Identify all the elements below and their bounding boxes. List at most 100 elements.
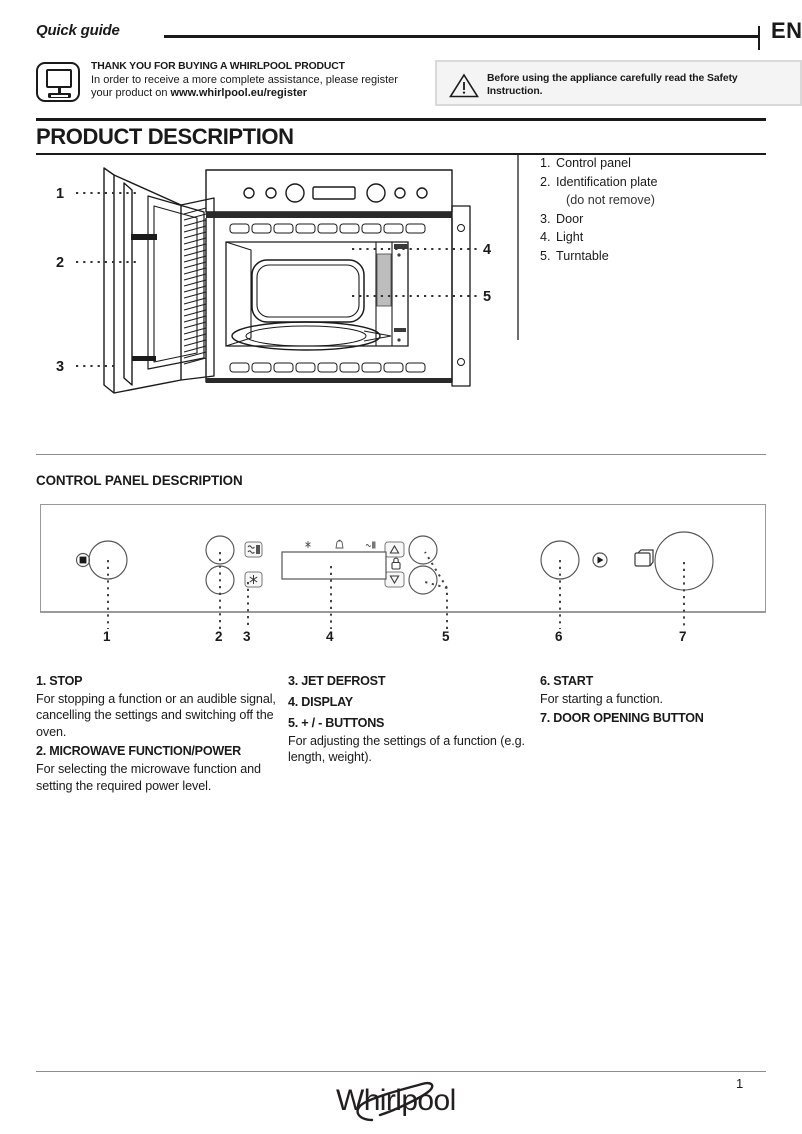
cp-callout-4: 4 [326, 629, 334, 644]
whirlpool-swoosh [356, 1081, 434, 1122]
guide-title: Quick guide [36, 22, 120, 39]
legend-item: 3.Door [540, 210, 770, 229]
down-arrow-icon [384, 571, 405, 588]
monitor-screen-shape [46, 69, 72, 88]
language-code: EN [771, 18, 802, 43]
cp-callout-3: 3 [243, 629, 251, 644]
desc-title-stop: 1. STOP [36, 674, 83, 688]
weight-icon [335, 539, 344, 549]
desc-title-jet-defrost: 3. JET DEFROST [288, 674, 386, 688]
thank-you-block: THANK YOU FOR BUYING A WHIRLPOOL PRODUCT… [91, 60, 421, 101]
control-panel-rule [36, 454, 766, 456]
legend-number: 4. [540, 230, 551, 245]
thank-you-body-text: In order to receive a more complete assi… [91, 74, 398, 100]
header-rule [164, 35, 758, 38]
page-number: 1 [736, 1076, 744, 1091]
safety-warning-box: Before using the appliance carefully rea… [435, 60, 802, 106]
register-url: www.whirlpool.eu/register [170, 87, 308, 100]
door-outer-panel [103, 167, 115, 394]
microwave-knob [205, 535, 235, 565]
callout-4-leader [352, 248, 478, 250]
legend-label: Door [556, 211, 584, 226]
page-title: PRODUCT DESCRIPTION [36, 123, 294, 149]
control-panel-heading: CONTROL PANEL DESCRIPTION [36, 473, 243, 488]
minus-knob [408, 565, 438, 595]
control-panel-diagram [40, 504, 766, 612]
defrost-icon [305, 541, 311, 548]
turntable [231, 321, 381, 351]
display-indicator-icons [305, 539, 376, 549]
whirlpool-logo: Whirlpool [336, 1080, 496, 1124]
callout-3-leader [76, 365, 116, 367]
cp-callout-7: 7 [679, 629, 687, 644]
monitor-base-inner-shape [51, 94, 68, 97]
legend-label: Light [556, 230, 584, 245]
desc-body-stop: For stopping a function or an audible si… [36, 692, 276, 739]
power-icon [365, 541, 376, 549]
control-panel-graphics [75, 531, 714, 629]
plus-knob [408, 535, 438, 565]
header-tick [758, 26, 761, 50]
desc-title-plus-minus: 5. + / - BUTTONS [288, 716, 385, 730]
start-play-icon [592, 552, 608, 568]
legend-sublabel: (do not remove) [566, 193, 655, 208]
legend-item: 1. Control panel [540, 154, 770, 173]
desc-title-start: 6. START [540, 674, 594, 688]
legend-divider [517, 155, 519, 340]
description-column-1: 1. STOP For stopping a function or an au… [36, 672, 280, 794]
desc-body-start: For starting a function. [540, 692, 663, 706]
door-grille [183, 207, 207, 365]
product-legend: 1. Control panel 2.Identification plate(d… [540, 154, 770, 266]
up-arrow-icon [384, 541, 405, 558]
legend-number: 1. [540, 156, 551, 170]
cp-callout-1: 1 [103, 629, 111, 644]
callout-5-leader [352, 295, 478, 297]
whirlpool-wordmark: Whirlpool [336, 1084, 456, 1117]
legend-item: 4. Light [540, 228, 770, 247]
legend-number: 2. [540, 174, 551, 189]
cavity-back-wall [251, 259, 365, 323]
warning-triangle-icon [449, 73, 479, 98]
panel-callout-leaders [107, 552, 685, 629]
lock-icon [391, 557, 401, 570]
safety-warning-text: Before using the appliance carefully rea… [487, 73, 738, 98]
section-rule-bottom [36, 152, 766, 156]
product-description-section-header: PRODUCT DESCRIPTION [36, 118, 766, 156]
description-column-2: 3. JET DEFROST 4. DISPLAY 5. + / - BUTTO… [288, 672, 528, 766]
plus-minus-leader-fork [424, 551, 448, 589]
monitor-icon [36, 62, 80, 102]
desc-title-microwave: 2. MICROWAVE FUNCTION/POWER [36, 744, 242, 759]
info-strip: THANK YOU FOR BUYING A WHIRLPOOL PRODUCT… [36, 60, 802, 110]
monitor-neck-shape [57, 88, 61, 93]
display-screen [281, 551, 387, 580]
vent-slots-top [229, 223, 426, 234]
desc-body-microwave: For selecting the microwave function and… [36, 762, 261, 793]
thank-you-heading: THANK YOU FOR BUYING A WHIRLPOOL PRODUCT [91, 61, 345, 72]
desc-title-display: 4. DISPLAY [288, 695, 353, 709]
section-rule-top [36, 118, 766, 121]
control-panel-section-rule [36, 454, 766, 456]
document-header: Quick guide EN [36, 18, 802, 50]
snowflake-glyph [249, 575, 258, 584]
legend-item: 2.Identification plate(do not remove) [540, 173, 770, 210]
cp-callout-5: 5 [442, 629, 450, 644]
callout-3: 3 [56, 359, 65, 375]
microwave-oven-diagram [103, 167, 471, 394]
stop-knob [88, 540, 128, 580]
callout-1-leader [76, 192, 140, 194]
legend-label: Turntable [556, 248, 609, 263]
thank-you-body: In order to receive a more complete assi… [91, 74, 421, 101]
callout-2: 2 [56, 255, 65, 271]
callout-4: 4 [483, 242, 492, 258]
callout-5: 5 [483, 289, 492, 305]
desc-title-door-opening: 7. DOOR OPENING BUTTON [540, 711, 704, 726]
start-knob [540, 540, 580, 580]
callout-1: 1 [56, 186, 65, 202]
control-panel-baseline [40, 612, 766, 614]
footer-rule [36, 1071, 766, 1073]
oven-light-grille [376, 253, 392, 307]
legend-item: 5.Turntable [540, 247, 770, 266]
cp-callout-6: 6 [555, 629, 563, 644]
legend-label: Control panel [556, 156, 631, 170]
